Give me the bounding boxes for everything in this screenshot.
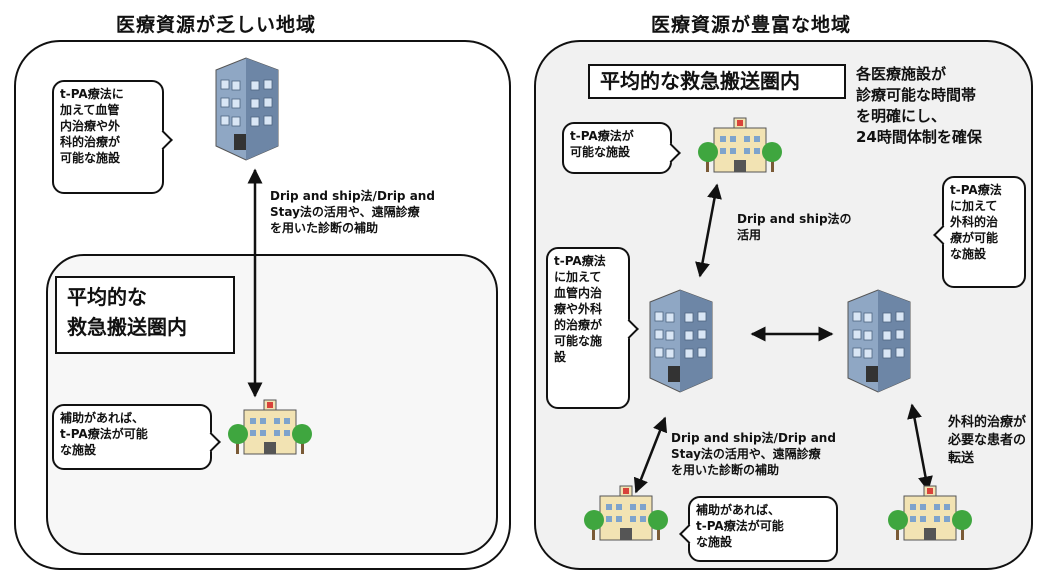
left-link-label: Drip and ship法/Drip and Stay法の活用や、遠隔診療 を… bbox=[270, 189, 435, 235]
left-panel-title: 医療資源が乏しい地域 bbox=[116, 14, 317, 36]
right-panel-title: 医療資源が豊富な地域 bbox=[651, 14, 852, 36]
right-transfer-label: 外科的治療が 必要な患者の 転送 bbox=[948, 415, 1027, 466]
right-right-hospital-callout: t-PA療法 に加えて 外科的治 療が可能 な施設 bbox=[942, 176, 1026, 288]
right-left-hospital-callout: t-PA療法 に加えて 血管内治 療や外科 的治療が 可能な施 設 bbox=[546, 247, 630, 409]
hospital-building-icon bbox=[847, 289, 911, 393]
clinic-building-icon bbox=[887, 485, 973, 541]
right-time-note: 各医療施設が 診療可能な時間帯 を明確にし、 24時間体制を確保 bbox=[856, 65, 982, 146]
left-hospital-callout: t-PA療法に 加えて血管 内治療や外 科的治療が 可能な施設 bbox=[52, 80, 164, 194]
left-region-panel bbox=[14, 40, 511, 570]
clinic-building-icon bbox=[583, 485, 669, 541]
hospital-building-icon bbox=[215, 57, 279, 161]
clinic-building-icon bbox=[697, 117, 783, 173]
left-clinic-callout: 補助があれば、 t-PA療法が可能 な施設 bbox=[52, 404, 212, 470]
right-link-label: Drip and ship法/Drip and Stay法の活用や、遠隔診療 を… bbox=[671, 431, 836, 477]
right-top-clinic-callout: t-PA療法が 可能な施設 bbox=[562, 122, 672, 174]
clinic-building-icon bbox=[227, 399, 313, 455]
right-area-label: 平均的な救急搬送圏内 bbox=[588, 64, 846, 99]
right-bottom-clinic-callout: 補助があれば、 t-PA療法が可能 な施設 bbox=[688, 496, 838, 562]
left-area-label: 平均的な 救急搬送圏内 bbox=[55, 276, 235, 354]
right-ship-label: Drip and ship法の 活用 bbox=[737, 212, 852, 242]
hospital-building-icon bbox=[649, 289, 713, 393]
